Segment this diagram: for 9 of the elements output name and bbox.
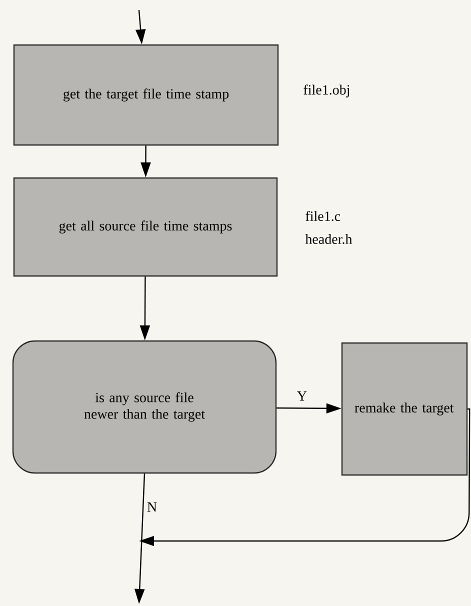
edge-label: Y — [297, 391, 307, 401]
process-box: remake the target — [341, 342, 468, 476]
process-box: get the target file time stamp — [13, 44, 279, 146]
file-name: header.h — [305, 234, 352, 244]
process-box: get all source file time stamps — [13, 177, 278, 277]
file-name: file1.c — [306, 210, 340, 222]
edge-label: N — [147, 502, 157, 512]
decision-box: is any source file newer than the target — [12, 340, 277, 474]
file-name: file1.obj — [304, 84, 350, 98]
